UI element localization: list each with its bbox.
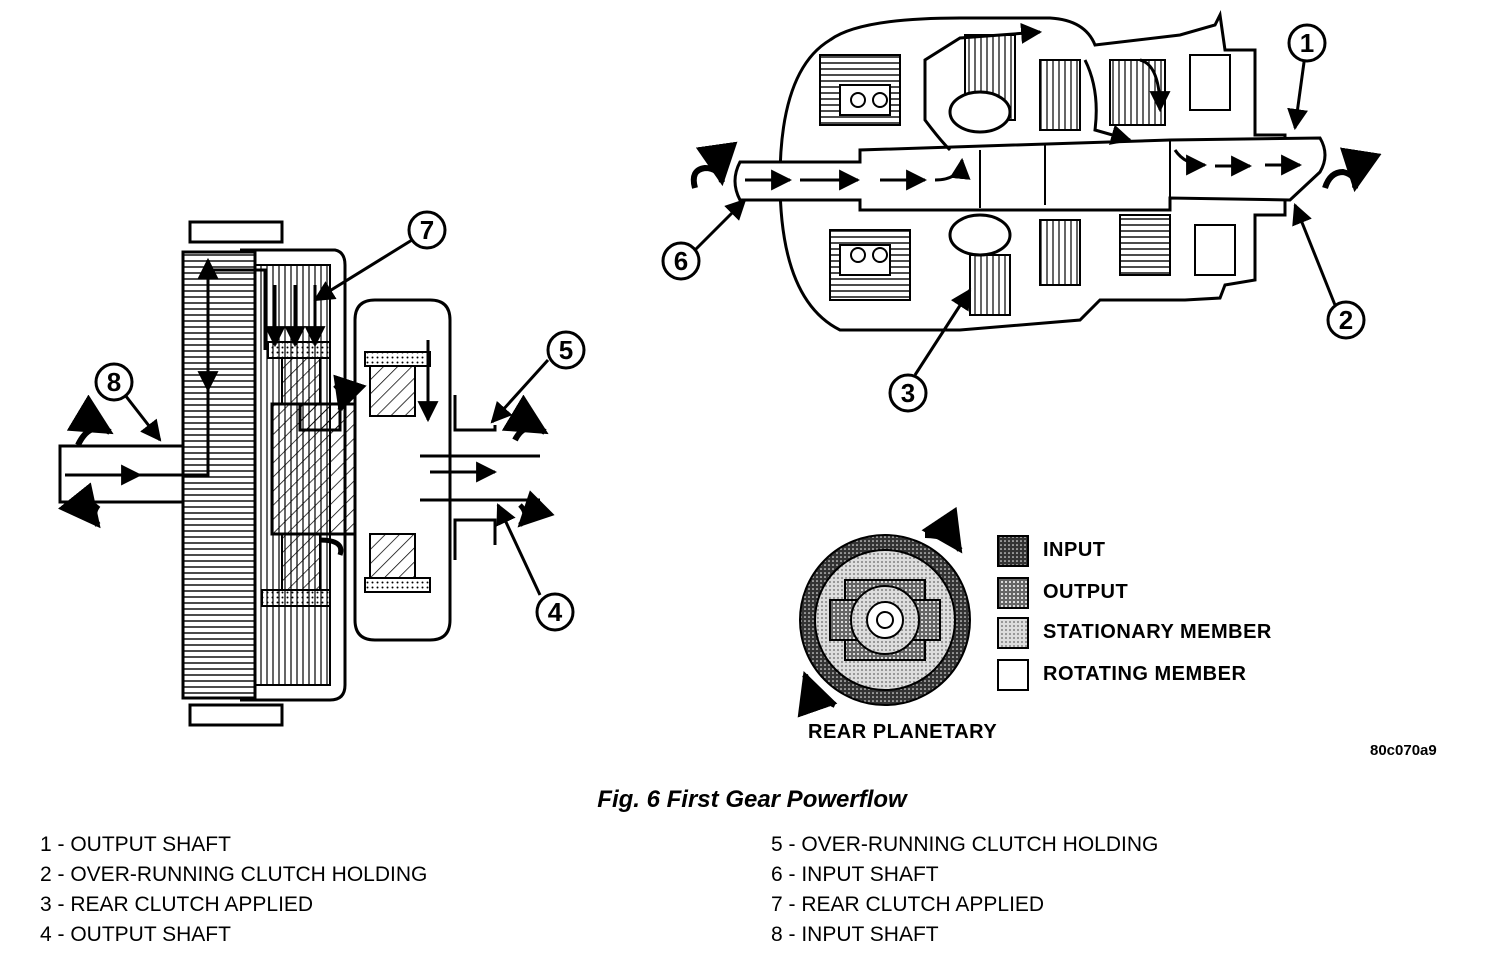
key-label-rotating: ROTATING MEMBER bbox=[1043, 663, 1246, 685]
rear-planetary-label: REAR PLANETARY bbox=[808, 721, 997, 743]
key-label-output: OUTPUT bbox=[1043, 581, 1128, 603]
figure-caption: Fig. 6 First Gear Powerflow bbox=[597, 786, 907, 813]
powerflow-diagram: 1 2 3 4 5 6 7 8 REAR PLANETARY bbox=[57, 10, 1382, 743]
rear-planetary-icon bbox=[797, 506, 971, 718]
svg-text:1: 1 bbox=[1300, 28, 1314, 58]
key-swatch-input bbox=[997, 535, 1029, 567]
right-cutaway bbox=[690, 10, 1382, 332]
svg-text:8: 8 bbox=[107, 367, 121, 397]
key-label-stationary: STATIONARY MEMBER bbox=[1043, 621, 1272, 643]
key-swatch-rotating bbox=[997, 659, 1029, 691]
color-key: INPUT OUTPUT STATIONARY MEMBER ROTATING … bbox=[997, 535, 1272, 691]
svg-text:7: 7 bbox=[420, 215, 434, 245]
part-item: 3 - REAR CLUTCH APPLIED bbox=[40, 893, 314, 916]
svg-text:3: 3 bbox=[901, 378, 915, 408]
part-item: 6 - INPUT SHAFT bbox=[771, 863, 939, 886]
svg-text:4: 4 bbox=[548, 597, 563, 627]
svg-text:5: 5 bbox=[559, 335, 573, 365]
key-swatch-stationary bbox=[997, 617, 1029, 649]
part-item: 4 - OUTPUT SHAFT bbox=[40, 923, 231, 946]
parts-list-right: 5 - OVER-RUNNING CLUTCH HOLDING 6 - INPU… bbox=[771, 830, 1158, 950]
key-label-input: INPUT bbox=[1043, 539, 1106, 561]
key-swatch-output bbox=[997, 577, 1029, 609]
figure-code: 80c070a9 bbox=[1370, 742, 1437, 759]
callout-2: 2 bbox=[1326, 300, 1366, 340]
callout-4: 4 bbox=[535, 592, 575, 632]
callout-5: 5 bbox=[546, 330, 586, 370]
leader-lines bbox=[123, 54, 1337, 596]
part-item: 2 - OVER-RUNNING CLUTCH HOLDING bbox=[40, 863, 428, 886]
callout-1: 1 bbox=[1287, 23, 1327, 63]
svg-text:6: 6 bbox=[674, 246, 688, 276]
left-schematic bbox=[57, 220, 555, 727]
part-item: 1 - OUTPUT SHAFT bbox=[40, 833, 231, 856]
callout-7: 7 bbox=[407, 210, 447, 250]
callout-3: 3 bbox=[888, 373, 928, 413]
part-item: 5 - OVER-RUNNING CLUTCH HOLDING bbox=[771, 833, 1159, 856]
callout-6: 6 bbox=[661, 241, 701, 281]
part-item: 7 - REAR CLUTCH APPLIED bbox=[771, 893, 1045, 916]
callout-8: 8 bbox=[94, 362, 134, 402]
svg-text:2: 2 bbox=[1339, 305, 1353, 335]
parts-list-left: 1 - OUTPUT SHAFT 2 - OVER-RUNNING CLUTCH… bbox=[40, 830, 427, 950]
part-item: 8 - INPUT SHAFT bbox=[771, 923, 939, 946]
